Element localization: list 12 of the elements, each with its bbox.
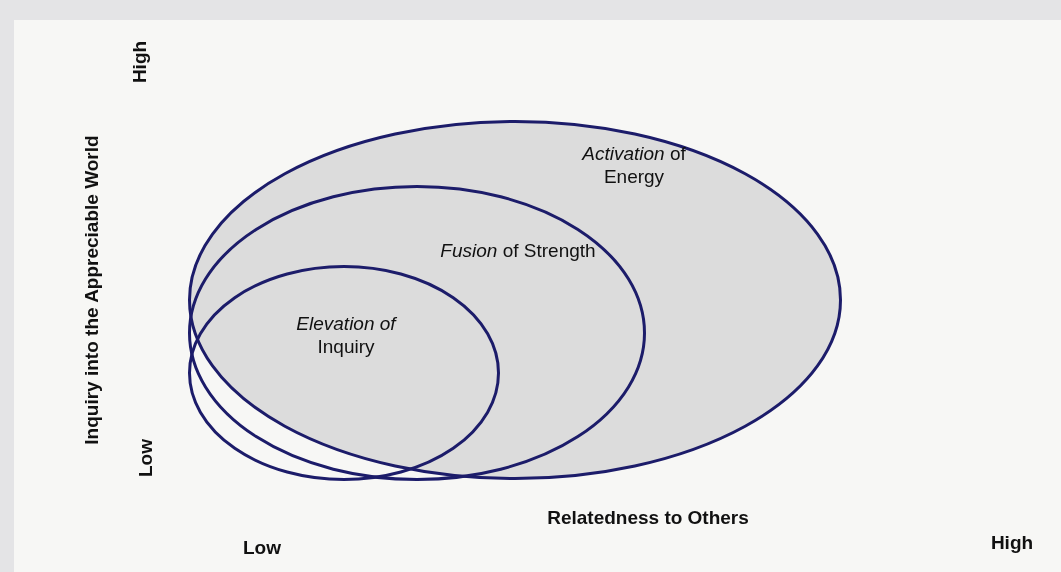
axis-title: Inquiry into the Appreciable World [81,135,103,445]
axis-end-label: High [129,40,151,84]
ellipse [188,265,500,481]
ellipse-label: Fusion of Strength [439,238,597,262]
axis-title: Relatedness to Others [547,507,749,529]
ellipse-label: Activation of Energy [580,142,687,188]
axis-end-label: High [990,532,1034,554]
axis-end-label: Low [135,439,157,477]
ellipse [188,185,646,481]
ellipse [188,120,842,480]
axis-end-label: Low [243,537,281,559]
ellipse-label: Elevation of Inquiry [295,312,398,358]
